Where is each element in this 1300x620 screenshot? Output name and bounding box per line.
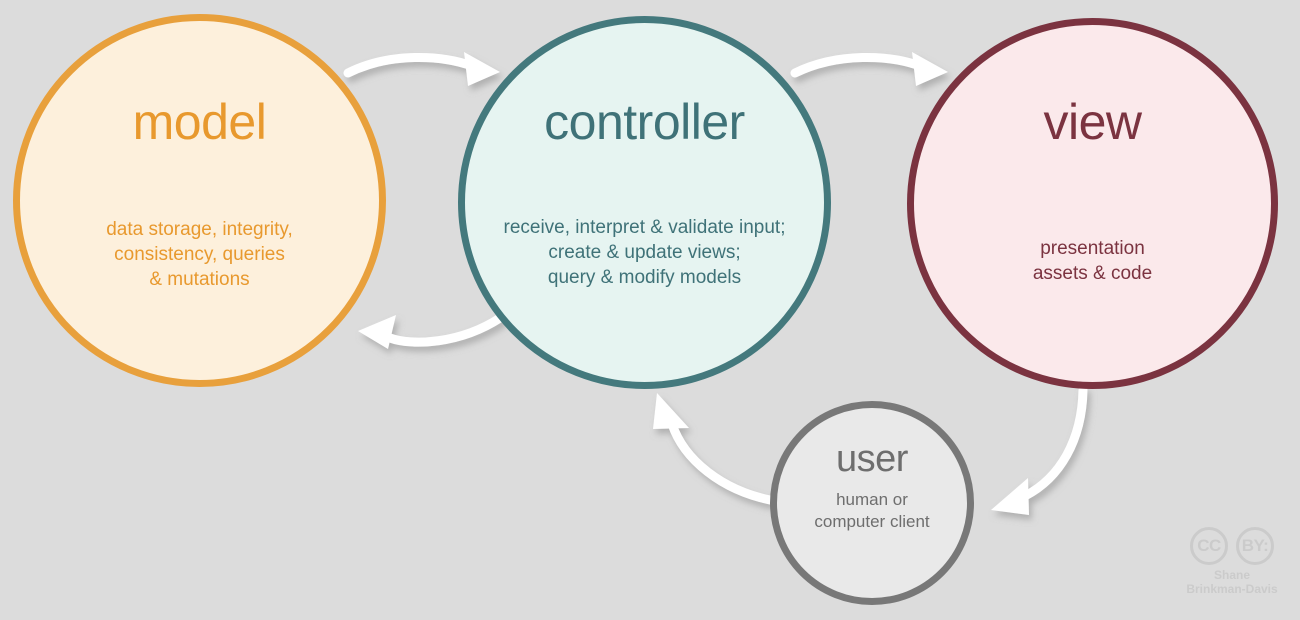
arrow-model-to-controller bbox=[343, 52, 500, 86]
node-model[interactable]: model data storage, integrity, consisten… bbox=[13, 14, 386, 387]
node-view[interactable]: view presentation assets & code bbox=[907, 18, 1278, 389]
arrow-controller-to-view bbox=[790, 52, 948, 86]
license-attribution: CC BY: Shane Brinkman-Davis bbox=[1176, 527, 1288, 597]
arrow-controller-to-model bbox=[358, 313, 505, 349]
creative-commons-badge: CC BY: bbox=[1190, 527, 1274, 565]
cc-icon: CC bbox=[1190, 527, 1228, 565]
arrow-view-to-user bbox=[991, 385, 1088, 515]
node-view-description: presentation assets & code bbox=[1032, 238, 1153, 285]
node-view-title: view bbox=[1043, 94, 1142, 150]
by-icon: BY: bbox=[1236, 527, 1274, 565]
node-user-title: user bbox=[836, 438, 908, 480]
author-credit: Shane Brinkman-Davis bbox=[1186, 568, 1278, 596]
node-user-description: human or computer client bbox=[814, 490, 930, 532]
arrow-user-to-controller bbox=[653, 393, 775, 505]
node-user[interactable]: user human or computer client bbox=[770, 401, 974, 605]
node-controller-title: controller bbox=[544, 94, 745, 150]
node-controller-description: receive, interpret & validate input; cre… bbox=[503, 217, 786, 289]
node-model-title: model bbox=[132, 94, 267, 150]
node-model-description: data storage, integrity, consistency, qu… bbox=[106, 219, 293, 291]
node-controller[interactable]: controller receive, interpret & validate… bbox=[458, 16, 831, 389]
